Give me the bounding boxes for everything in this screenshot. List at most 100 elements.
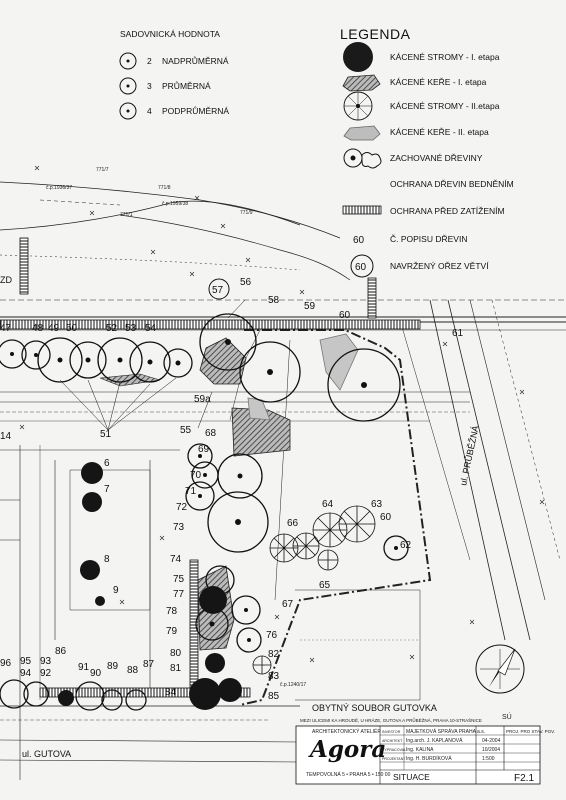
felled-tree-stage1 (218, 678, 242, 702)
survey-marks (19, 165, 545, 663)
felled-tree-stage1 (189, 678, 221, 710)
tree-number: 62 (400, 540, 412, 551)
tree-number: 56 (240, 277, 252, 288)
tree-canopy (75, 681, 105, 711)
trees (0, 313, 409, 711)
date-1: 04-2004 (482, 738, 501, 744)
parcel-label: 771/8 (158, 185, 171, 191)
shrub-areas (99, 333, 359, 651)
tree-canopy (199, 313, 257, 371)
tree-number: 94 (20, 668, 32, 679)
svg-text:ZACHOVANÉ DŘEVINY: ZACHOVANÉ DŘEVINY (390, 153, 483, 163)
felled-tree-stage2 (252, 655, 272, 675)
tree-number: 63 (371, 499, 383, 510)
tree-number: 54 (145, 323, 157, 334)
legend-item-felled-shrubs-1: KÁCENÉ KEŘE - I. etapa (342, 74, 487, 92)
tree-number: 71 (185, 486, 197, 497)
tree-number: 74 (170, 554, 182, 565)
tree-number: 9 (113, 585, 119, 596)
value-key: SADOVNICKÁ HODNOTA 2 NADPRŮMĚRNÁ 3 PRŮMĚ… (119, 29, 229, 120)
tree-number: 88 (127, 665, 139, 676)
sheet-number: F2.1 (514, 773, 534, 784)
tree-number: 87 (143, 659, 155, 670)
svg-text:KÁCENÉ STROMY - II.etapa: KÁCENÉ STROMY - II.etapa (390, 101, 500, 111)
tree-number: 77 (173, 589, 185, 600)
tree-number: 79 (166, 626, 178, 637)
tree-number: 66 (287, 518, 299, 529)
tree-number: 91 (78, 662, 90, 673)
tree-canopy (163, 348, 193, 378)
tree-number: 93 (40, 656, 52, 667)
title-block: ARCHITEKTONICKÝ ATELIÉR Agora TEMPOVOLNÁ… (295, 725, 555, 785)
parcel-labels: č.p.1936/37 č.p.1959/38 č.p.1240/17 771/… (46, 167, 306, 688)
su-label: SÚ (502, 712, 512, 721)
legend-item-tree-number: 60 Č. POPISU DŘEVIN (353, 234, 467, 246)
value-key-title: SADOVNICKÁ HODNOTA (120, 29, 220, 39)
tree-canopy (383, 535, 409, 561)
tree-number: 80 (170, 648, 182, 659)
tree-canopy (187, 443, 213, 469)
felled-tree-stage2 (317, 549, 339, 571)
tree-number: 92 (40, 668, 52, 679)
tree-number: 7 (104, 484, 110, 495)
street-label-gutova: ul. GUTOVA (22, 749, 71, 759)
svg-text:60: 60 (353, 235, 365, 246)
felled-tree-stage1 (95, 596, 105, 606)
svg-text:INVESTOR: INVESTOR (382, 730, 401, 734)
svg-text:KÁCENÉ STROMY - I. etapa: KÁCENÉ STROMY - I. etapa (390, 52, 500, 62)
street-label-probezna: ul. PRŮBĚŽNÁ (457, 424, 480, 486)
felled-tree-stage2 (269, 533, 299, 563)
tree-canopy (129, 341, 171, 383)
parcel-label: 771/7 (96, 167, 109, 173)
legend-item-preserved: ZACHOVANÉ DŘEVINY (343, 148, 483, 169)
firm-logo: Agora (308, 736, 386, 763)
felled-tree-stage1 (81, 462, 103, 484)
checked-by: Ing. H. BURDÍKOVÁ (406, 755, 452, 762)
tree-number: 59 (304, 301, 316, 312)
parcel-label: 771/1 (120, 212, 133, 218)
svg-text:ARCHITEKT: ARCHITEKT (382, 739, 403, 743)
parcel-label: 771/9 (240, 210, 253, 216)
tree-number: 68 (205, 428, 217, 439)
drawn-by: Ing. KALINA (406, 747, 434, 753)
investor: MAJETKOVÁ SPRÁVA PRAHA a.s. (406, 728, 485, 735)
value-number: 3 (147, 81, 152, 91)
firm-address: TEMPOVOLNÁ 5 • PRAHA 5 • 150 00 (306, 771, 391, 778)
tree-number: 67 (282, 599, 294, 610)
tree-number: 57 (212, 285, 224, 296)
tree-number: 85 (268, 691, 280, 702)
parcel-label: č.p.1959/38 (162, 201, 188, 207)
tree-number: 60 (339, 310, 351, 321)
felled-tree-stage1 (58, 690, 74, 706)
tree-number: 81 (170, 663, 182, 674)
legend-item-boarding: OCHRANA DŘEVIN BEDNĚNÍM (390, 179, 514, 189)
tree-canopy (0, 679, 29, 709)
svg-text:OCHRANA DŘEVIN BEDNĚNÍM: OCHRANA DŘEVIN BEDNĚNÍM (390, 179, 514, 189)
tree-number: 78 (166, 606, 178, 617)
felled-tree-stage1 (199, 586, 227, 614)
value-key-item: 4 PODPRŮMĚRNÁ (119, 102, 229, 120)
tree-number: 96 (0, 658, 12, 669)
tree-number: 58 (268, 295, 280, 306)
tree-canopy (236, 627, 262, 653)
tree-canopy (125, 689, 147, 711)
building-subtitle: MEZI ULICEMI KA HROUDĚ, U HRÁZE, GUTOVA … (300, 716, 482, 723)
tree-number: 90 (90, 668, 102, 679)
felled-tree-stage1 (205, 653, 225, 673)
tree-canopy (21, 340, 51, 370)
tree-number: 47 (0, 323, 12, 334)
legend: LEGENDA KÁCENÉ STROMY - I. etapa KÁCENÉ … (340, 26, 514, 278)
tree-canopy (231, 595, 261, 625)
tree-number: 73 (173, 522, 185, 533)
svg-text:PROJEKTANT: PROJEKTANT (382, 757, 406, 761)
tree-number: 51 (100, 429, 112, 440)
value-number: 2 (147, 56, 152, 66)
tree-number: 69 (198, 444, 210, 455)
tree-number: 49 (48, 323, 60, 334)
legend-item-load-protection: OCHRANA PŘED ZATÍŽENÍM (342, 205, 505, 216)
sheet-title: SITUACE (393, 772, 430, 782)
tree-number: 53 (125, 323, 137, 334)
tree-canopy (101, 689, 123, 711)
project-stage: PROJ. PRO STAV. POV. (506, 729, 555, 734)
tree-number: 84 (165, 687, 177, 698)
